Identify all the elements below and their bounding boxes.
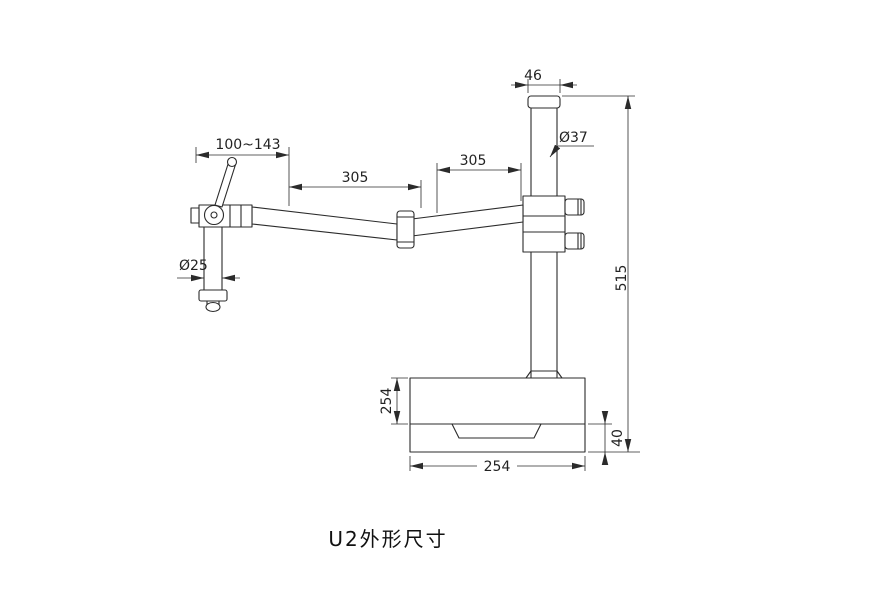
- focus-post: [198, 226, 228, 313]
- base-notch: [451, 423, 542, 439]
- base-upper-block: [409, 377, 586, 425]
- dim-overall-height: 515: [562, 95, 640, 453]
- dimensions: 46 Ø37 100~143 305 305: [177, 68, 640, 475]
- dim-o37-label: Ø37: [559, 130, 588, 146]
- clamp-body: [522, 195, 566, 253]
- dim-46-label: 46: [524, 68, 542, 84]
- pole-clamp: [522, 195, 585, 253]
- head-pivot: [203, 204, 225, 226]
- head-left-boss: [190, 207, 200, 224]
- clamp-knob-upper: [564, 198, 585, 216]
- post-collar: [198, 289, 228, 302]
- arm-elbow-joint: [396, 210, 415, 249]
- dim-base-width: 254: [409, 456, 586, 475]
- dim-515-label: 515: [614, 265, 630, 292]
- arm-lower-bar: [251, 206, 398, 241]
- dim-305-upper-label: 305: [460, 153, 487, 169]
- head-assembly: [190, 156, 253, 228]
- clamp-knob-lower: [564, 232, 585, 250]
- arm-upper-bar: [411, 204, 524, 237]
- pole-flare-left: [525, 370, 532, 379]
- post-tip-end: [205, 301, 221, 313]
- pole-cap: [527, 95, 561, 109]
- dim-top-cap-width: 46: [511, 68, 577, 93]
- dim-upper-arm: 305: [436, 153, 522, 213]
- dim-254-depth-label: 254: [379, 388, 395, 415]
- dim-head-reach: 100~143: [195, 137, 290, 206]
- stand-outline: [190, 95, 586, 453]
- articulated-arm: [251, 204, 524, 249]
- dim-254-width-label: 254: [484, 459, 511, 475]
- dim-o25-label: Ø25: [179, 258, 208, 274]
- dim-base-depth: 254: [379, 377, 408, 425]
- dim-pole-diameter: Ø37: [549, 130, 594, 158]
- head-pivot-center: [210, 211, 218, 219]
- dim-post-diameter: Ø25: [177, 258, 240, 282]
- dim-40-label: 40: [610, 429, 626, 447]
- dim-base-height: 40: [588, 411, 626, 465]
- head-lever: [214, 160, 237, 208]
- dim-lower-arm: 305: [289, 170, 422, 208]
- pole-flare-right: [556, 370, 563, 379]
- drawing-caption: U2外形尺寸: [328, 527, 447, 551]
- lever-cap: [226, 156, 238, 168]
- dim-100-143-label: 100~143: [215, 137, 280, 153]
- dim-305-lower-label: 305: [342, 170, 369, 186]
- base: [409, 377, 586, 453]
